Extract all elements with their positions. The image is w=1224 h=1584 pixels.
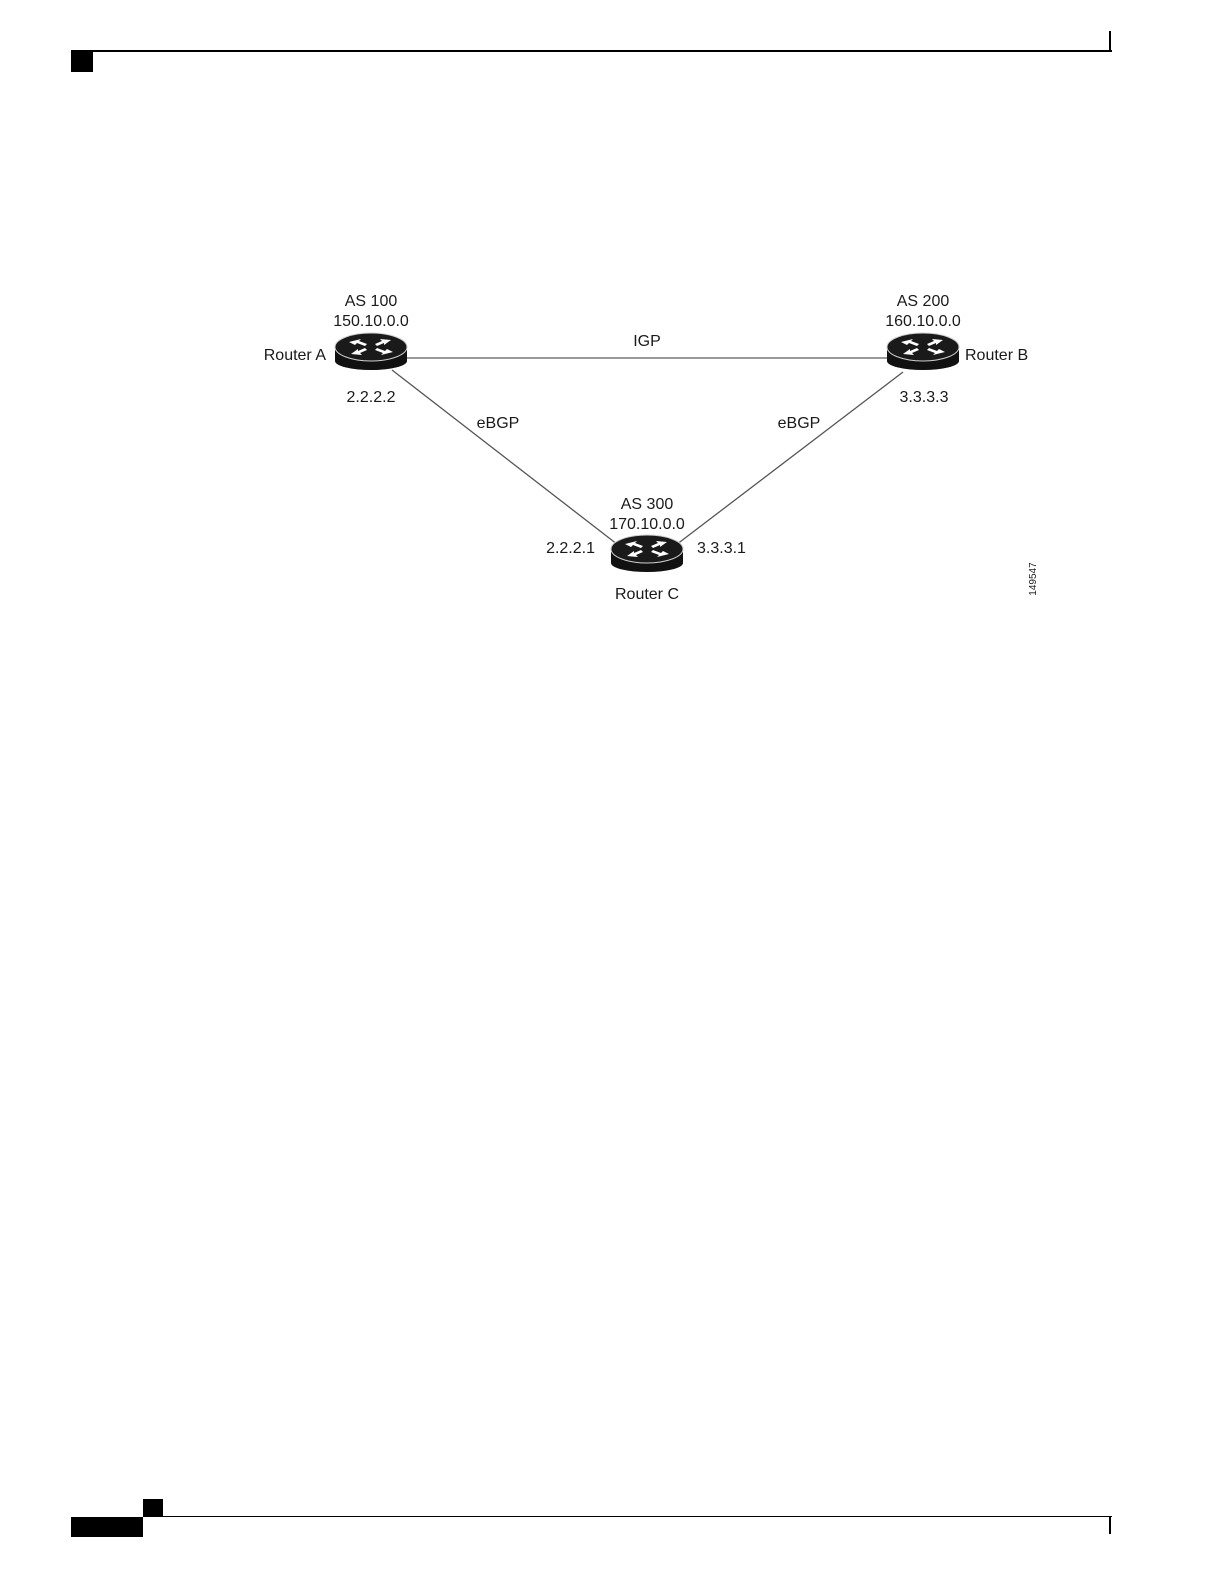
router-c-as: AS 300 — [621, 496, 674, 513]
figure-id: 149547 — [1028, 562, 1039, 596]
router-icon — [611, 535, 683, 572]
router-c-ip-right: 3.3.3.1 — [697, 540, 746, 557]
router-b-network: 160.10.0.0 — [885, 313, 961, 330]
link-ebgp-b-c — [672, 372, 903, 548]
router-c-name: Router C — [615, 586, 679, 603]
router-icon — [335, 333, 407, 370]
router-b-name: Router B — [965, 347, 1028, 364]
router-a-network: 150.10.0.0 — [333, 313, 409, 330]
link-ebgp-a-c — [392, 370, 622, 548]
router-icon — [887, 333, 959, 370]
router-b-as: AS 200 — [897, 293, 950, 310]
router-a-as: AS 100 — [345, 293, 398, 310]
link-label-igp: IGP — [633, 333, 661, 350]
router-c-network: 170.10.0.0 — [609, 516, 685, 533]
router-b-ip: 3.3.3.3 — [900, 389, 949, 406]
router-c-ip-left: 2.2.2.1 — [546, 540, 595, 557]
link-label-ebgp-right: eBGP — [778, 415, 821, 432]
router-a-name: Router A — [264, 347, 327, 364]
link-label-ebgp-left: eBGP — [477, 415, 520, 432]
router-a-ip: 2.2.2.2 — [347, 389, 396, 406]
